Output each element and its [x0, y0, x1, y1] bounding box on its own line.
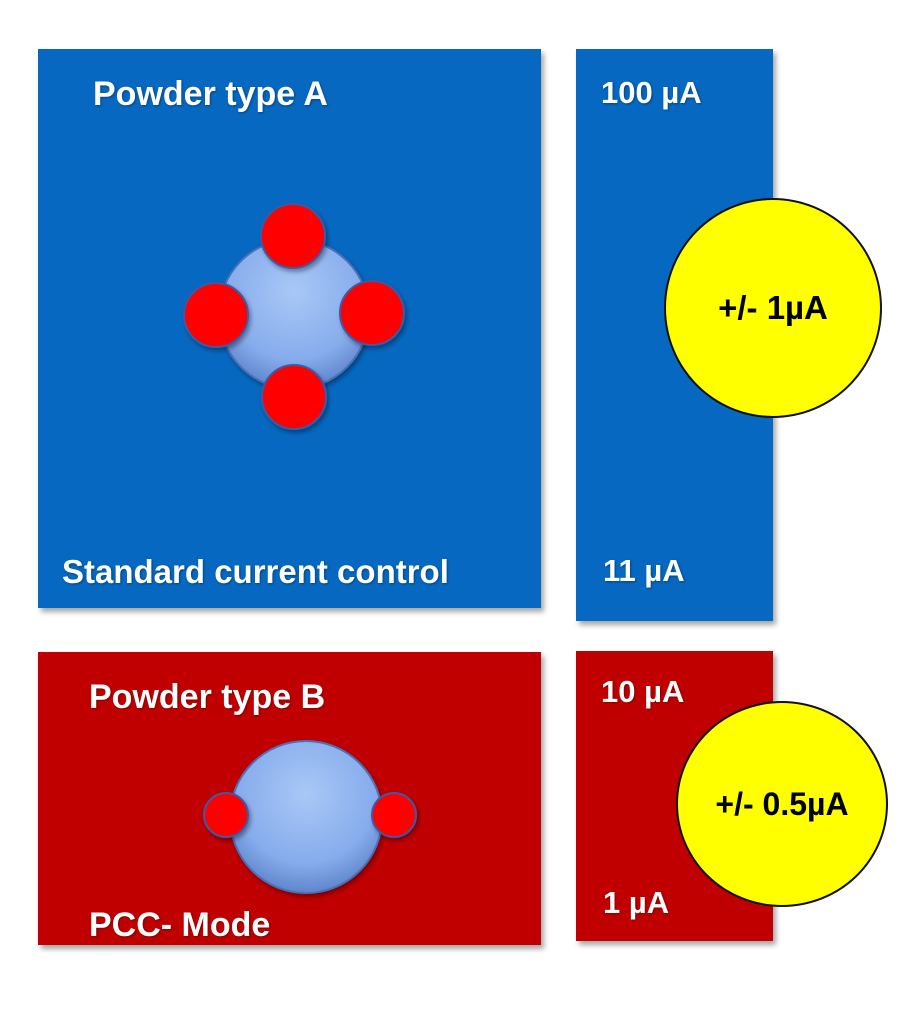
powder-b-tolerance-label: +/- 0.5µA [715, 785, 849, 822]
powder-a-tolerance-badge: +/- 1µA [664, 198, 882, 418]
powder-a-tolerance-label: +/- 1µA [718, 289, 828, 326]
powder-b-mode-label: PCC- Mode [89, 906, 271, 944]
powder-b-title: Powder type B [89, 678, 326, 716]
powder-a-title: Powder type A [93, 75, 328, 113]
powder-a-mode-label: Standard current control [62, 553, 449, 590]
powder-b-range-top: 10 µA [601, 674, 685, 709]
powder-a-range-bottom: 11 µA [603, 553, 685, 588]
powder-a-panel [38, 49, 541, 608]
powder-b-range-bottom: 1 µA [603, 885, 670, 920]
powder-a-range-top: 100 µA [601, 75, 702, 110]
powder-b-tolerance-badge: +/- 0.5µA [676, 701, 888, 907]
